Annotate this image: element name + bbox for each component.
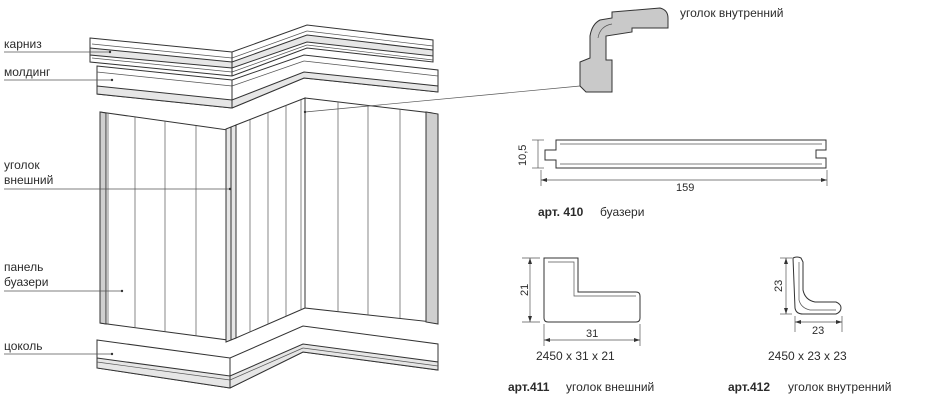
outer-corner-profile-drawing	[543, 257, 641, 323]
label-panel-line2: буазери	[4, 275, 48, 289]
label-outer-corner-line1: уголок	[4, 158, 40, 172]
molding-element	[96, 54, 439, 109]
back-wall-panel	[304, 97, 439, 325]
panel-art-number: арт. 410	[538, 205, 584, 219]
left-wall-panel	[99, 111, 229, 341]
outer-corner-width-dim: 31	[586, 328, 598, 340]
label-molding: молдинг	[4, 65, 51, 79]
label-outer-corner-line2: внешний	[4, 173, 53, 187]
cornice-element	[89, 24, 434, 77]
inner-corner-section: 23 23 2450 x 23 x 23 арт.412 уголок внут…	[728, 256, 891, 394]
panel-height-dim: 10,5	[517, 145, 529, 166]
inner-corner-art-number: арт.412	[728, 380, 770, 394]
panel-profile-drawing	[544, 139, 827, 169]
assembly-illustration	[89, 24, 439, 389]
inner-corner-height-dim: 23	[773, 280, 785, 292]
label-panel-line1: панель	[4, 260, 43, 274]
label-plinth: цоколь	[4, 339, 42, 353]
outer-corner-name: уголок внешний	[566, 380, 654, 394]
inner-corner-profile-drawing-small	[792, 256, 842, 315]
panel-name: буазери	[600, 205, 644, 219]
outer-corner-height-dim: 21	[519, 284, 531, 296]
outer-corner-section: 21 31 2450 x 31 x 21 арт.411 уголок внеш…	[508, 257, 654, 394]
panel-profile-section: 10,5 159 арт. 410 буазери	[517, 139, 828, 219]
inner-corner-width-dim: 23	[812, 325, 824, 337]
outer-corner-size: 2450 x 31 x 21	[536, 349, 615, 363]
left-labels: карниз молдинг уголок внешний панель буа…	[4, 37, 232, 356]
outer-corner-strip	[225, 124, 237, 343]
plinth-element	[96, 325, 439, 389]
label-cornice: карниз	[4, 37, 42, 51]
inner-corner-callout: уголок внутренний	[303, 6, 783, 114]
panel-width-dim: 159	[676, 182, 694, 194]
inner-corner-profile-drawing	[579, 7, 669, 93]
right-wall-panel	[235, 97, 306, 339]
inner-corner-size: 2450 x 23 x 23	[768, 349, 847, 363]
inner-corner-name: уголок внутренний	[788, 380, 891, 394]
outer-corner-art-number: арт.411	[508, 380, 550, 394]
inner-corner-callout-label: уголок внутренний	[680, 6, 783, 20]
